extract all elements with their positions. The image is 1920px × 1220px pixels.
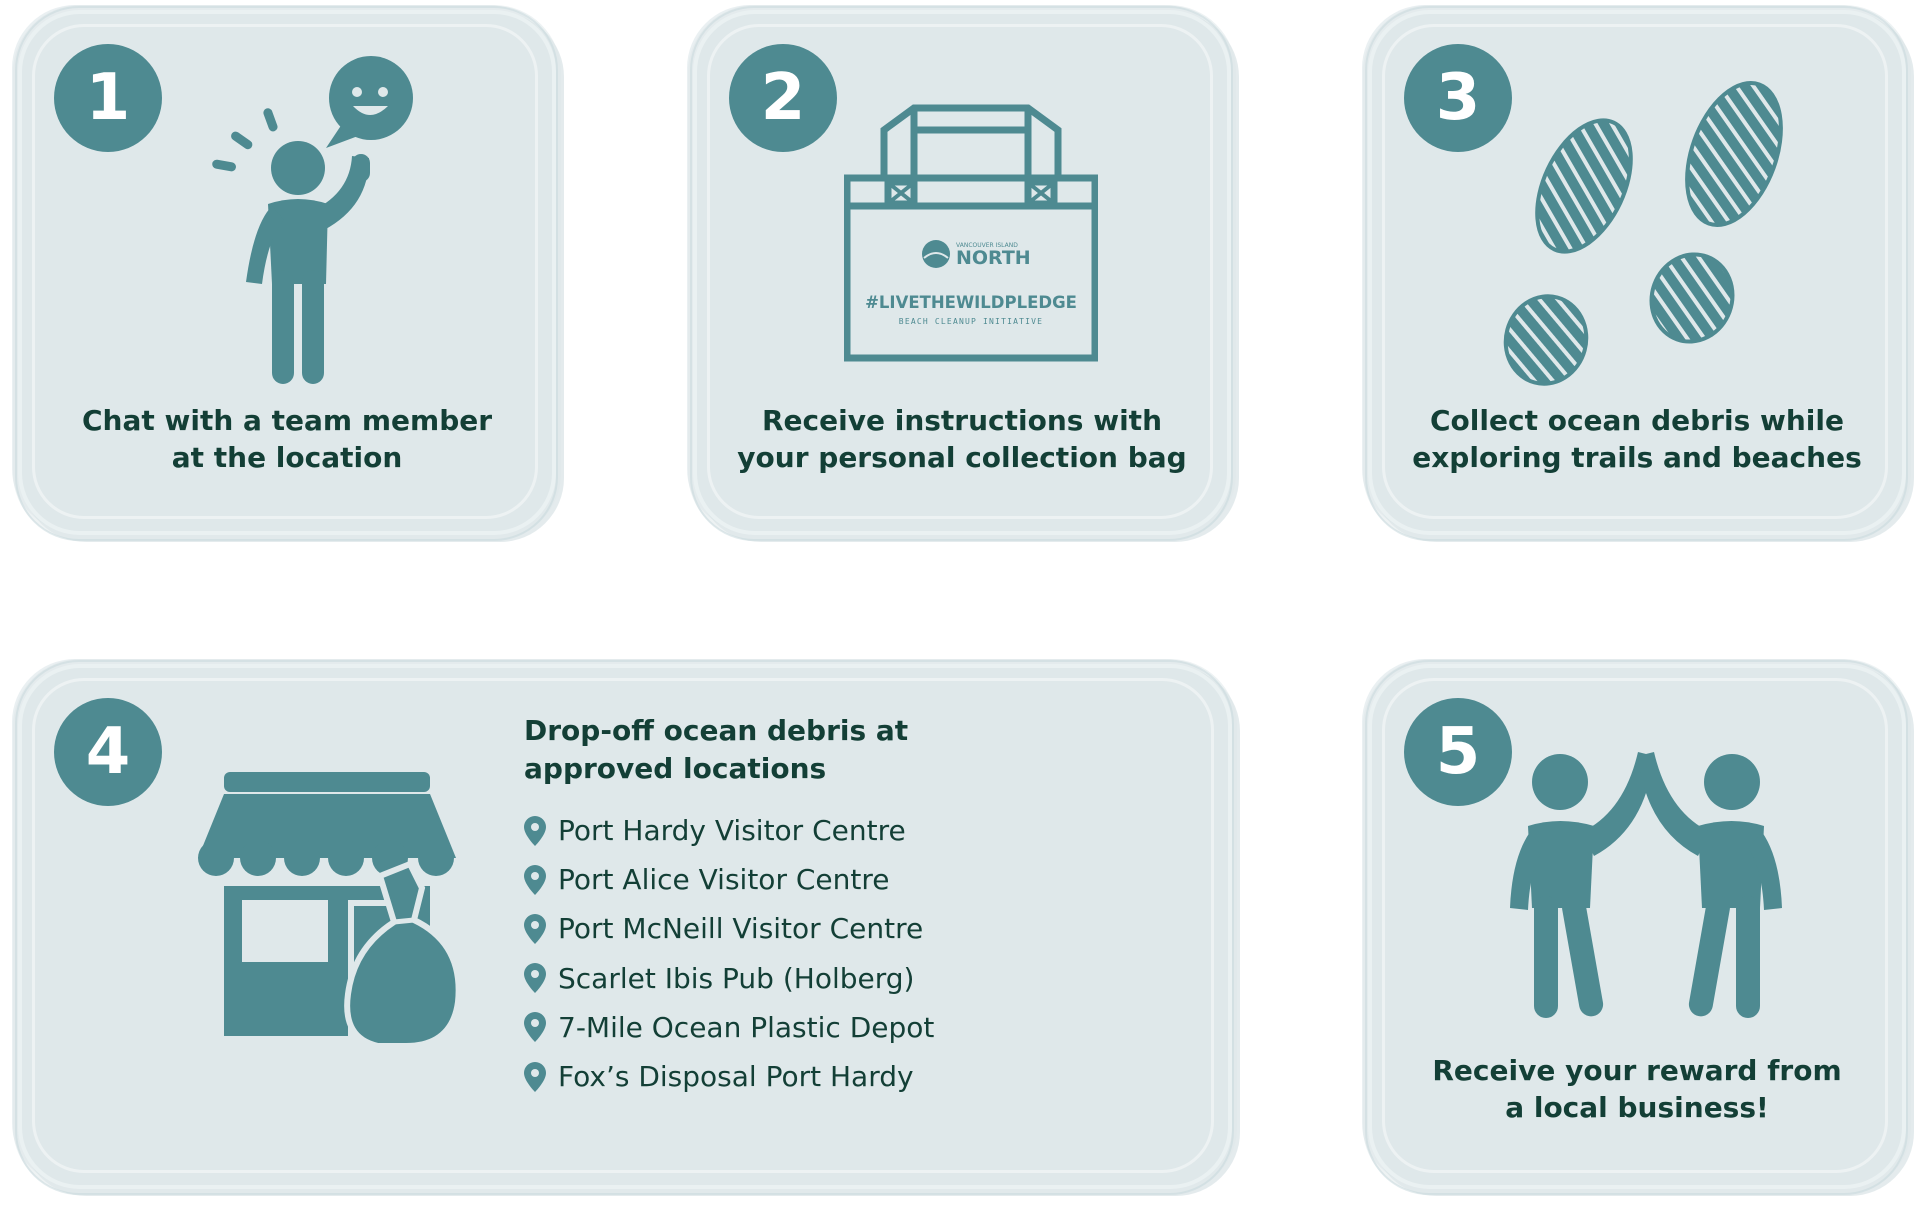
- location-label: Fox’s Disposal Port Hardy: [558, 1060, 914, 1094]
- step-4-title: Drop-off ocean debris at approved locati…: [524, 714, 909, 785]
- step-number-badge: 2: [729, 44, 837, 152]
- step-2-card: 2 VANCOUVER ISLAND NORTH #LIVETHEWILDPLE…: [690, 6, 1233, 541]
- drop-off-location: Fox’s Disposal Port Hardy: [524, 1052, 934, 1101]
- step-1-caption: Chat with a team member at the location: [81, 404, 493, 474]
- drop-off-location: 7-Mile Ocean Plastic Depot: [524, 1003, 934, 1052]
- step-5-caption: Receive your reward from a local busines…: [1432, 1054, 1842, 1124]
- drop-off-location: Port Hardy Visitor Centre: [524, 806, 934, 855]
- location-label: 7-Mile Ocean Plastic Depot: [558, 1010, 935, 1044]
- drop-off-location: Port Alice Visitor Centre: [524, 855, 934, 904]
- drop-off-location: Scarlet Ibis Pub (Holberg): [524, 954, 934, 1003]
- step-number-badge: 5: [1404, 698, 1512, 806]
- step-number-badge: 1: [54, 44, 162, 152]
- location-label: Port Hardy Visitor Centre: [558, 814, 906, 848]
- drop-off-location: Port McNeill Visitor Centre: [524, 904, 934, 953]
- location-pin-icon: [524, 815, 546, 846]
- step-2-caption: Receive instructions with your personal …: [737, 404, 1187, 474]
- bag-logo-big-text: NORTH: [956, 247, 1031, 269]
- location-pin-icon: [524, 1012, 546, 1043]
- bag-hashtag-text: #LIVETHEWILDPLEDGE: [865, 293, 1077, 312]
- drop-off-location-list: Port Hardy Visitor Centre Port Alice Vis…: [524, 806, 934, 1101]
- location-pin-icon: [524, 864, 546, 895]
- step-3-card: 3 Collect ocean debris while exploring t…: [1365, 6, 1908, 541]
- high-five-icon: [1510, 752, 1782, 1018]
- step-3-caption: Collect ocean debris while exploring tra…: [1412, 404, 1862, 474]
- location-pin-icon: [524, 1061, 546, 1092]
- location-pin-icon: [524, 913, 546, 944]
- location-label: Port Alice Visitor Centre: [558, 863, 890, 897]
- bag-subtitle-text: BEACH CLEANUP INITIATIVE: [899, 317, 1043, 326]
- step-1-card: 1 Chat with a team member at: [15, 6, 558, 541]
- step-number-badge: 4: [54, 698, 162, 806]
- person-waving-chat-icon: [212, 56, 413, 384]
- step-number-badge: 3: [1404, 44, 1512, 152]
- collection-bag-icon: VANCOUVER ISLAND NORTH #LIVETHEWILDPLEDG…: [844, 104, 1098, 362]
- location-label: Scarlet Ibis Pub (Holberg): [558, 961, 915, 995]
- footprints-icon: [1503, 80, 1783, 386]
- store-with-trash-bag-icon: [198, 772, 462, 1046]
- step-5-card: 5 Receive your reward from a local busin…: [1365, 660, 1908, 1195]
- location-label: Port McNeill Visitor Centre: [558, 912, 924, 946]
- location-pin-icon: [524, 963, 546, 994]
- bag-logo-small-text: VANCOUVER ISLAND: [956, 242, 1018, 249]
- step-4-card: 4 Drop-off ocean debris at approved lo: [15, 660, 1234, 1195]
